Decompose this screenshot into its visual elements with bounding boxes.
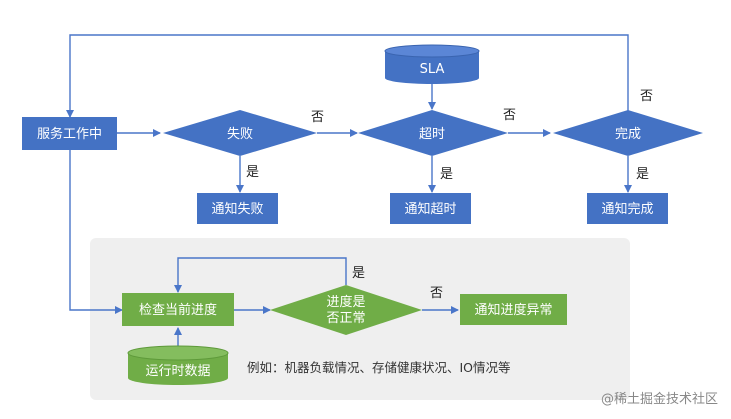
progress-normal-label-line2: 否正常	[326, 311, 365, 326]
progress-normal-label-line1: 进度是	[326, 294, 365, 310]
check-progress-label: 检查当前进度	[139, 302, 217, 318]
notify-timeout-label: 通知超时	[404, 201, 456, 217]
completed-yes-label: 是	[636, 167, 649, 182]
service-working-label: 服务工作中	[37, 126, 102, 142]
check-progress-box	[122, 293, 234, 326]
timeout-decision	[358, 110, 508, 156]
watermark: @稀土掘金技术社区	[601, 391, 718, 407]
failed-no-label: 否	[311, 110, 324, 125]
notify-failed-box	[197, 193, 278, 224]
example-note: 例如：机器负载情况、存储健康状况、IO情况等	[247, 360, 511, 375]
progress-yes-loop-connector	[174, 257, 347, 293]
completed-no-label: 否	[640, 89, 653, 104]
runtime-data-database	[127, 345, 229, 385]
loop-connector	[66, 34, 629, 118]
notify-completed-box	[587, 193, 668, 224]
runtime-data-label: 运行时数据	[145, 364, 210, 379]
notify-failed-label: 通知失败	[211, 201, 263, 217]
timeout-no-label: 否	[503, 108, 516, 123]
progress-no-label: 否	[430, 286, 443, 301]
notify-completed-label: 通知完成	[601, 201, 653, 217]
notify-progress-abnormal-box	[460, 294, 567, 325]
sla-label: SLA	[420, 62, 445, 77]
progress-normal-decision	[270, 285, 422, 335]
progress-yes-label: 是	[352, 266, 365, 281]
notify-timeout-box	[390, 193, 471, 224]
failed-yes-label: 是	[246, 165, 259, 180]
failed-decision	[163, 110, 317, 156]
completed-label: 完成	[615, 127, 641, 142]
service-to-check-connector	[69, 150, 123, 314]
sla-database	[384, 44, 480, 84]
notify-progress-abnormal-label: 通知进度异常	[474, 302, 552, 318]
service-working-box	[22, 117, 117, 150]
connectors	[66, 34, 632, 348]
completed-decision	[553, 110, 703, 156]
failed-label: 失败	[227, 127, 253, 142]
timeout-yes-label: 是	[440, 167, 453, 182]
timeout-label: 超时	[419, 127, 445, 142]
